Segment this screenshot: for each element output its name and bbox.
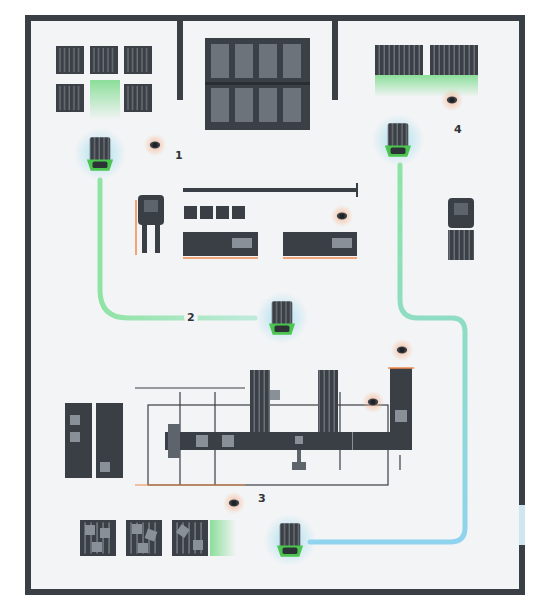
callout-number: 2 bbox=[184, 311, 198, 324]
callout-number: 1 bbox=[172, 149, 186, 162]
callout-number: 3 bbox=[255, 492, 269, 505]
callout-number: 4 bbox=[451, 123, 465, 136]
